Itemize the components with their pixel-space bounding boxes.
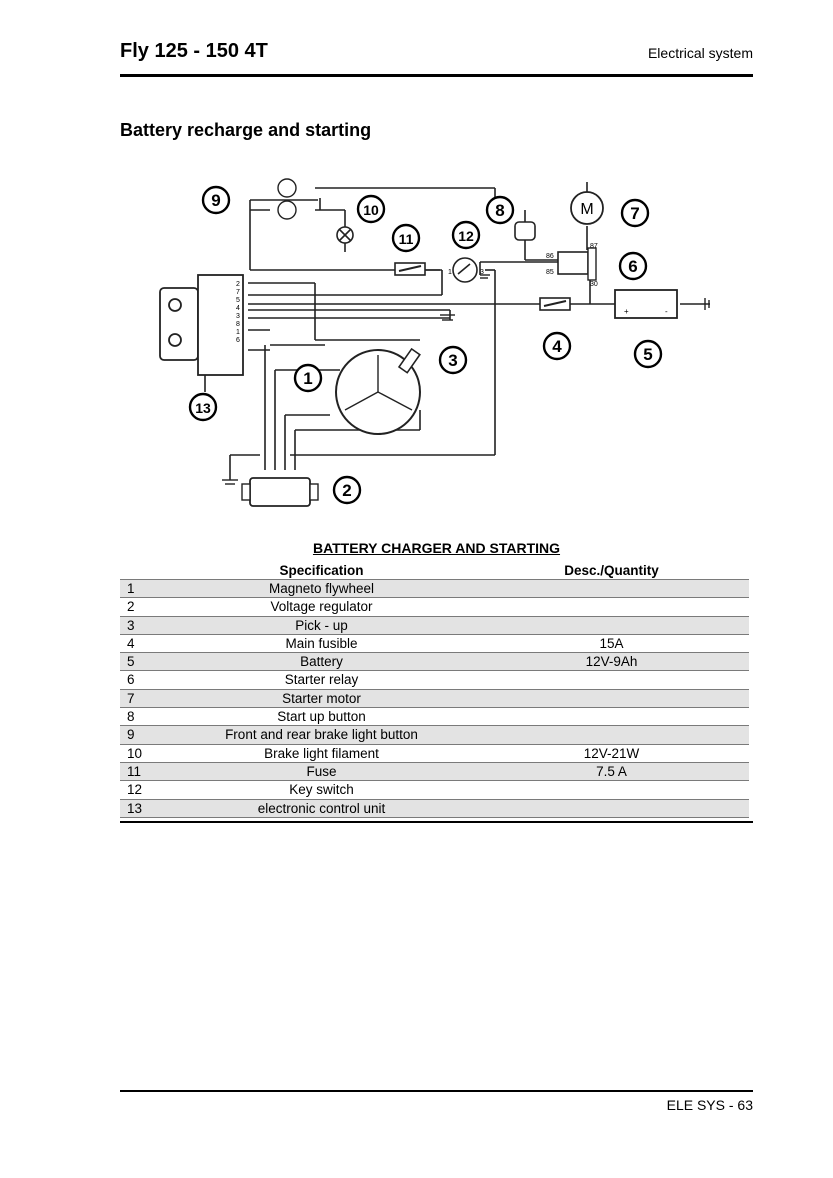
document-title: Fly 125 - 150 4T bbox=[120, 40, 268, 62]
page-number: ELE SYS - 63 bbox=[666, 1097, 753, 1113]
svg-text:5: 5 bbox=[236, 297, 240, 304]
callout-7: 7 bbox=[630, 204, 639, 223]
section-label: Electrical system bbox=[647, 45, 753, 61]
svg-text:3: 3 bbox=[236, 313, 240, 320]
svg-text:8: 8 bbox=[236, 321, 240, 328]
svg-text:85: 85 bbox=[546, 269, 554, 276]
footer-rule bbox=[120, 1090, 753, 1092]
svg-text:1: 1 bbox=[448, 269, 452, 276]
callout-8: 8 bbox=[495, 201, 504, 220]
table-title: BATTERY CHARGER AND STARTING bbox=[312, 540, 561, 556]
table-end-rule bbox=[120, 816, 749, 818]
table-header: Specification Desc./Quantity bbox=[120, 562, 749, 579]
callout-6: 6 bbox=[628, 257, 637, 276]
svg-text:3: 3 bbox=[480, 269, 484, 276]
svg-text:2: 2 bbox=[236, 281, 240, 288]
svg-text:-: - bbox=[665, 307, 668, 316]
svg-text:7: 7 bbox=[236, 289, 240, 296]
svg-text:86: 86 bbox=[546, 253, 554, 260]
callout-1: 1 bbox=[303, 369, 312, 388]
wiring-diagram: M 87 86 85 30 + - 2 7 5 4 3 8 1 6 bbox=[159, 178, 710, 507]
callout-2: 2 bbox=[342, 481, 351, 500]
callout-13: 13 bbox=[195, 400, 211, 416]
page-heading: Battery recharge and starting bbox=[120, 120, 372, 140]
callout-10: 10 bbox=[363, 202, 379, 218]
callout-9: 9 bbox=[211, 191, 220, 210]
svg-text:30: 30 bbox=[590, 281, 598, 288]
header-desc-quantity: Desc./Quantity bbox=[564, 563, 659, 578]
svg-text:87: 87 bbox=[590, 243, 598, 250]
callout-4: 4 bbox=[552, 337, 562, 356]
svg-text:4: 4 bbox=[236, 305, 240, 312]
callout-11: 11 bbox=[399, 231, 414, 247]
callout-5: 5 bbox=[643, 345, 652, 364]
svg-text:6: 6 bbox=[236, 337, 240, 344]
motor-symbol: M bbox=[580, 201, 593, 218]
svg-text:1: 1 bbox=[236, 329, 240, 336]
svg-text:+: + bbox=[624, 307, 629, 316]
header-specification: Specification bbox=[279, 563, 364, 578]
section-end-rule bbox=[120, 821, 753, 823]
callout-3: 3 bbox=[448, 351, 457, 370]
callout-12: 12 bbox=[458, 228, 474, 244]
header-rule bbox=[120, 74, 753, 77]
